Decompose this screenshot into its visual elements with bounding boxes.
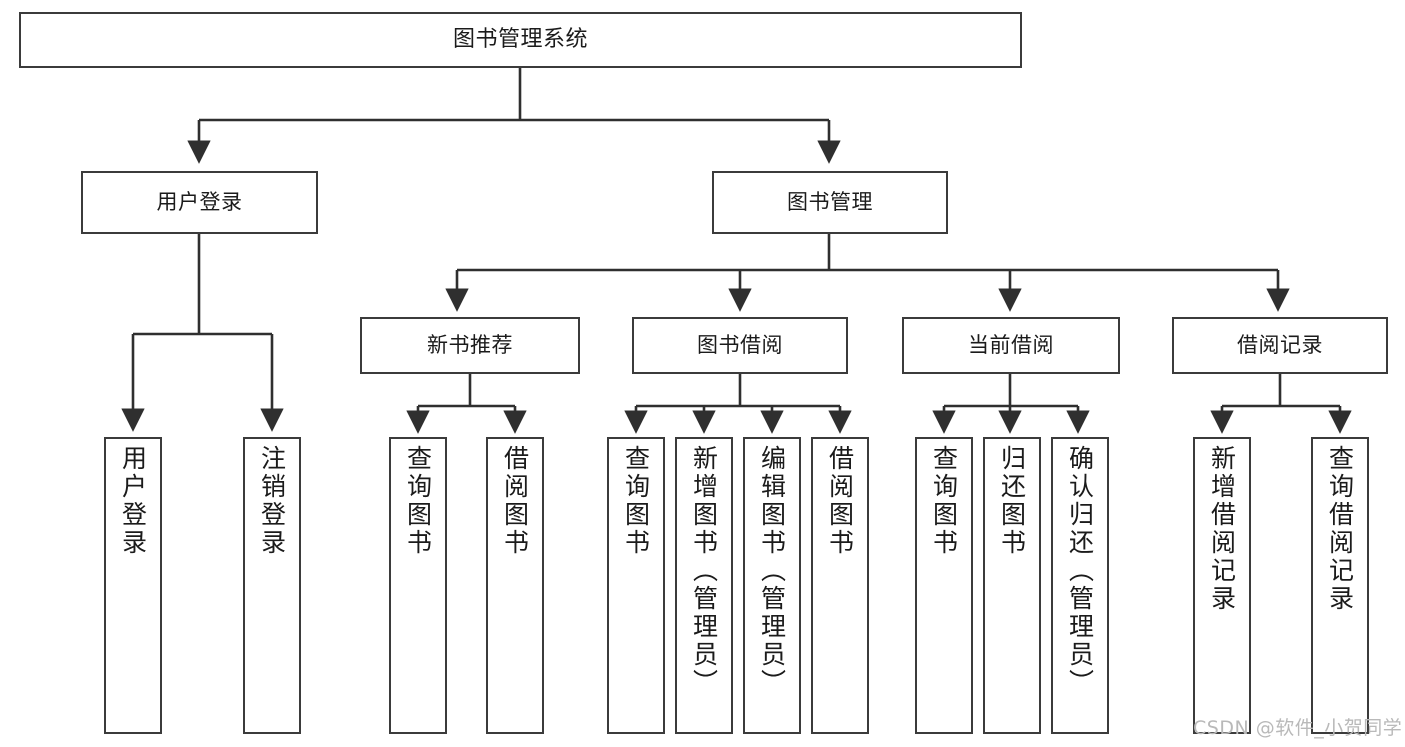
node-book-management-system[interactable]: 图书管理系统 <box>19 12 1022 68</box>
node-label: 图书管理系统 <box>452 27 588 53</box>
leaf-edit-book-admin[interactable]: 编辑图书（管理员） <box>743 437 801 734</box>
leaf-add-book-admin[interactable]: 新增图书（管理员） <box>675 437 733 734</box>
node-book-management[interactable]: 图书管理 <box>712 171 948 234</box>
node-label: 新书推荐 <box>427 333 513 358</box>
node-user-login[interactable]: 用户登录 <box>81 171 318 234</box>
leaf-add-borrow-record[interactable]: 新增借阅记录 <box>1193 437 1251 734</box>
leaf-label: 注销登录 <box>257 445 287 557</box>
leaf-query-book-borrow[interactable]: 查询图书 <box>607 437 665 734</box>
leaf-label: 新增借阅记录 <box>1207 445 1237 613</box>
leaf-label: 查询借阅记录 <box>1325 445 1355 613</box>
leaf-query-book-current[interactable]: 查询图书 <box>915 437 973 734</box>
leaf-user-login[interactable]: 用户登录 <box>104 437 162 734</box>
leaf-confirm-return-admin[interactable]: 确认归还（管理员） <box>1051 437 1109 734</box>
node-label: 借阅记录 <box>1237 333 1323 358</box>
leaf-query-book-recommend[interactable]: 查询图书 <box>389 437 447 734</box>
node-new-book-recommend[interactable]: 新书推荐 <box>360 317 580 374</box>
leaf-label: 查询图书 <box>403 445 433 557</box>
node-label: 图书借阅 <box>697 333 783 358</box>
leaf-label: 确认归还（管理员） <box>1065 445 1095 697</box>
watermark-text: CSDN @软件_小贺同学 <box>1193 717 1403 739</box>
leaf-label: 编辑图书（管理员） <box>757 445 787 697</box>
node-label: 当前借阅 <box>968 333 1054 358</box>
leaf-label: 用户登录 <box>118 445 148 557</box>
leaf-label: 借阅图书 <box>825 445 855 557</box>
node-label: 图书管理 <box>787 190 873 215</box>
leaf-query-borrow-record[interactable]: 查询借阅记录 <box>1311 437 1369 734</box>
node-current-borrow[interactable]: 当前借阅 <box>902 317 1120 374</box>
leaf-borrow-book-recommend[interactable]: 借阅图书 <box>486 437 544 734</box>
leaf-label: 查询图书 <box>621 445 651 557</box>
leaf-return-book[interactable]: 归还图书 <box>983 437 1041 734</box>
leaf-label: 归还图书 <box>997 445 1027 557</box>
leaf-logout[interactable]: 注销登录 <box>243 437 301 734</box>
leaf-label: 新增图书（管理员） <box>689 445 719 697</box>
node-borrow-record[interactable]: 借阅记录 <box>1172 317 1388 374</box>
node-label: 用户登录 <box>156 190 243 215</box>
leaf-borrow-book[interactable]: 借阅图书 <box>811 437 869 734</box>
node-book-borrow[interactable]: 图书借阅 <box>632 317 848 374</box>
leaf-label: 查询图书 <box>929 445 959 557</box>
leaf-label: 借阅图书 <box>500 445 530 557</box>
